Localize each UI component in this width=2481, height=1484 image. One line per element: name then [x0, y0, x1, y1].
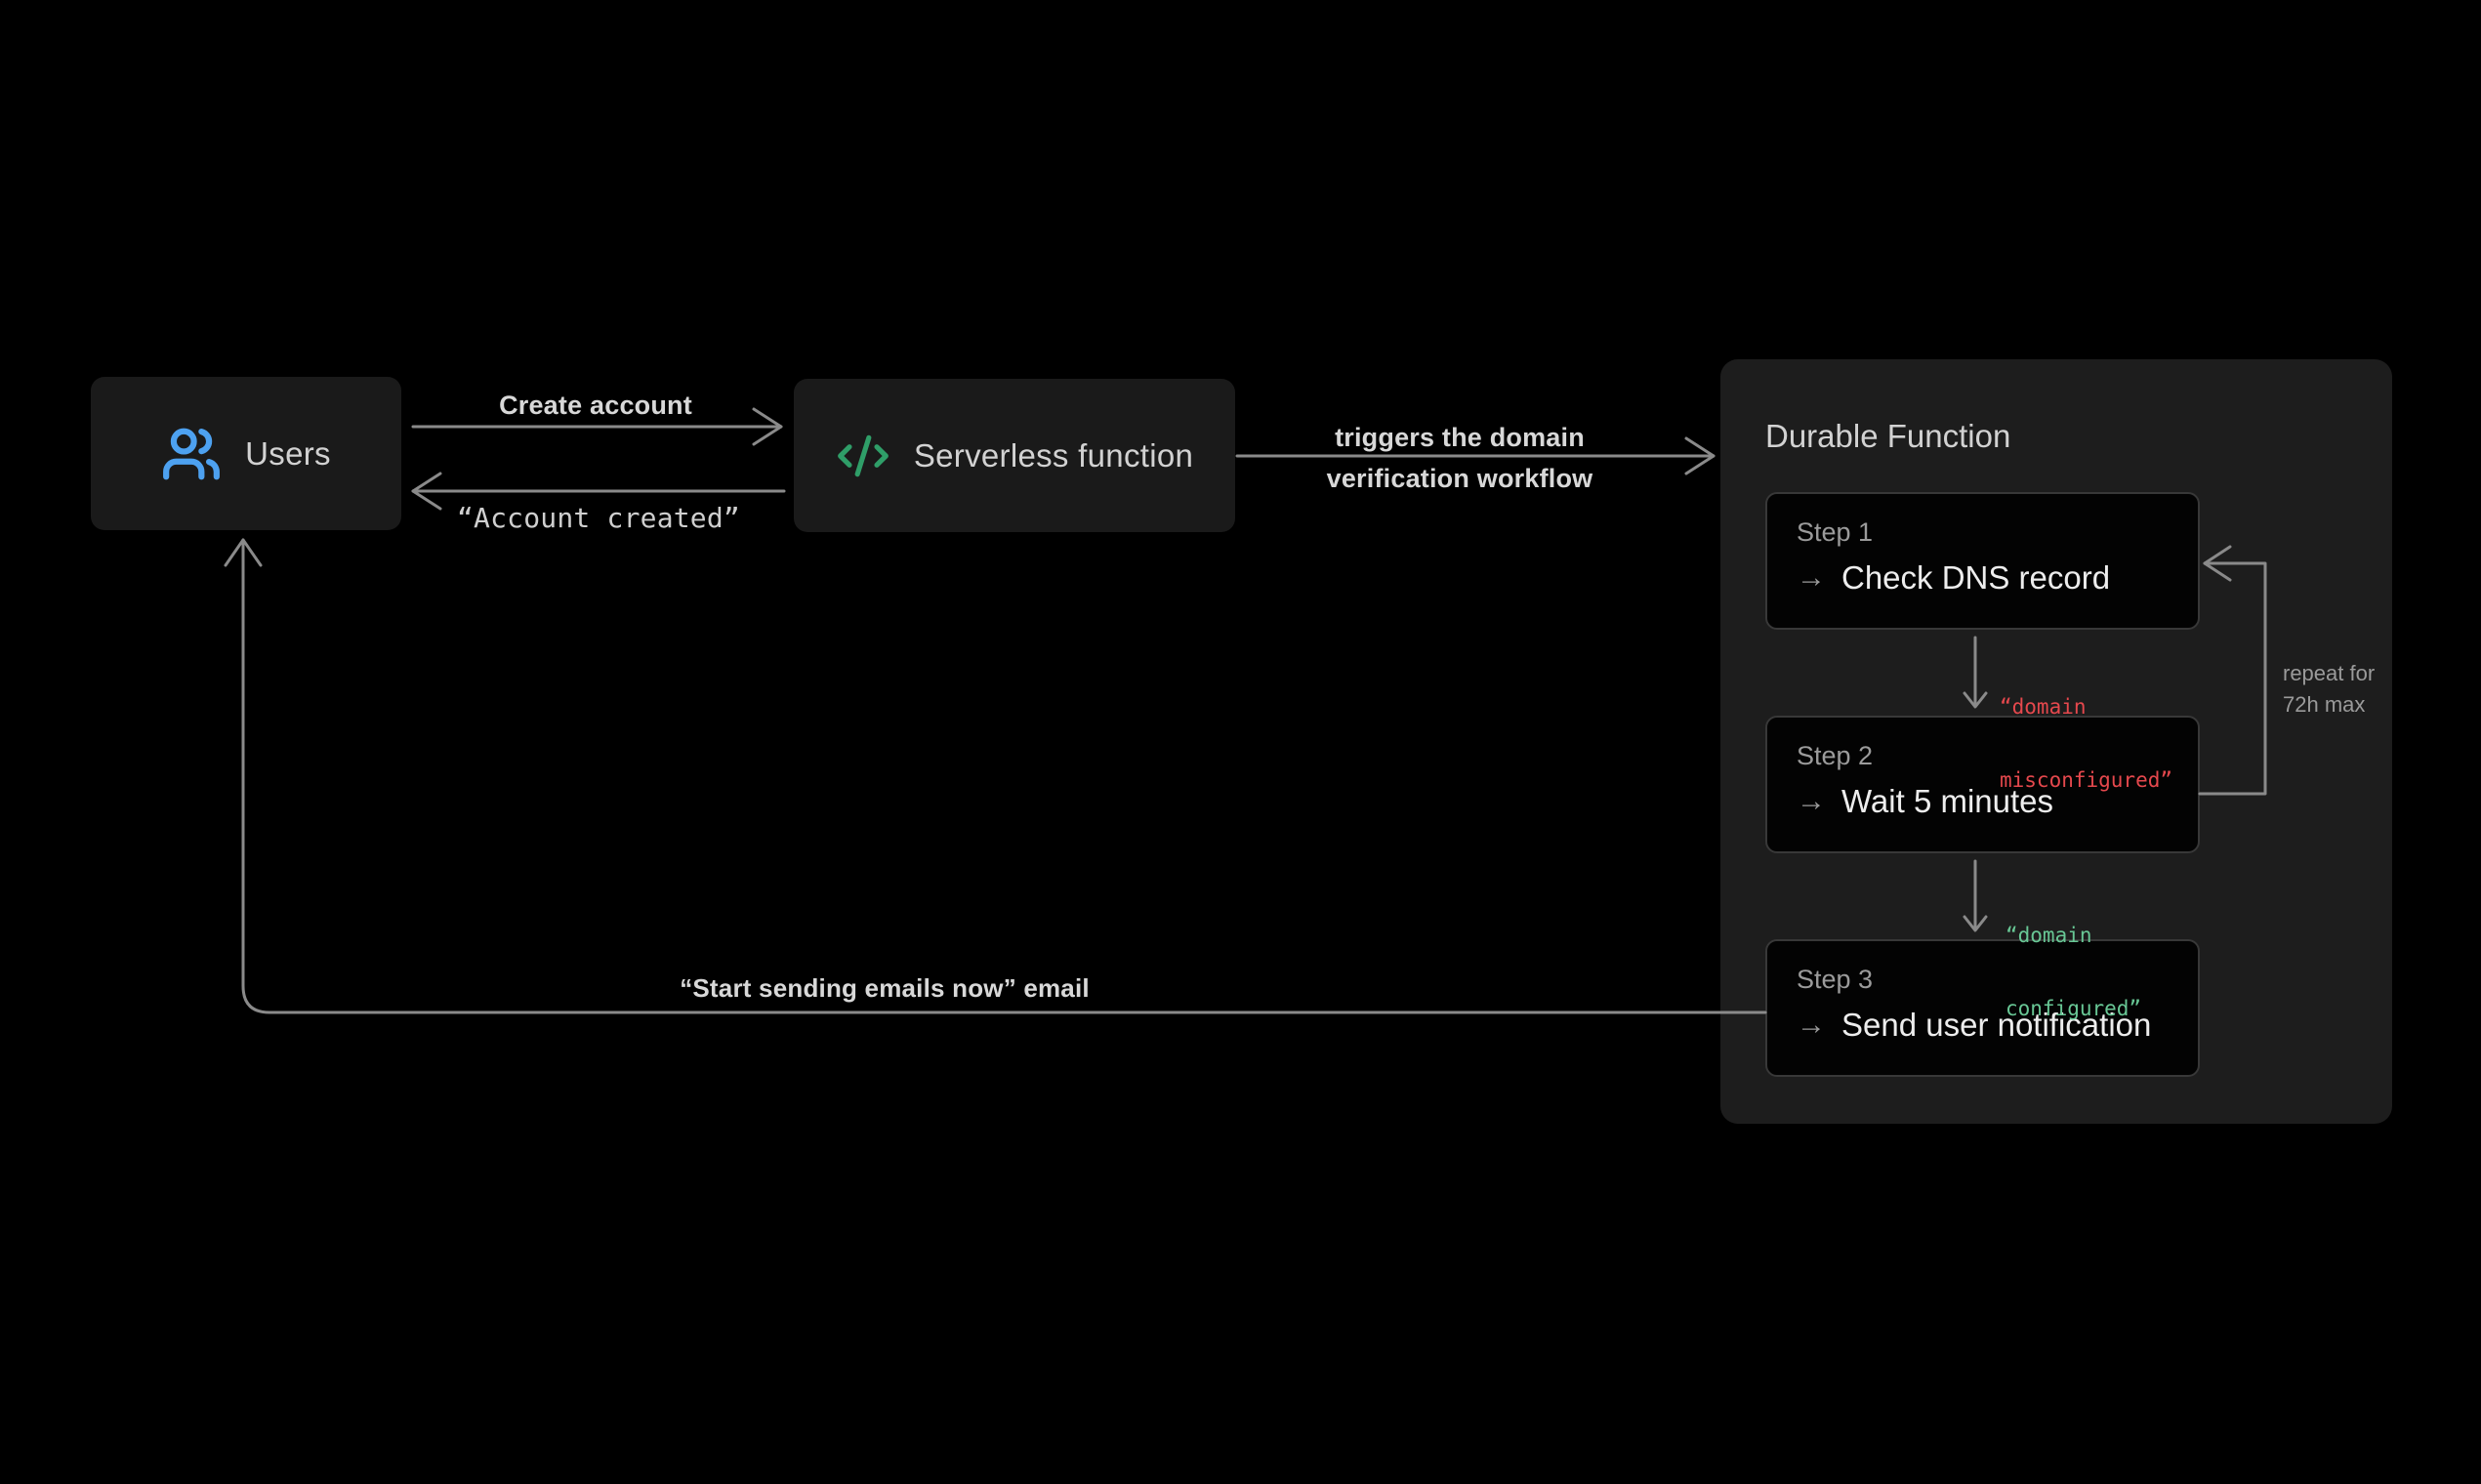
- step-3-box: Step 3 → Send user notification: [1765, 939, 2200, 1077]
- triggers-arrowhead: [1684, 436, 1716, 475]
- domain-configured-line1: “domain: [2005, 924, 2092, 947]
- repeat-72h-label: repeat for 72h max: [2283, 658, 2375, 721]
- users-node: Users: [91, 377, 401, 530]
- domain-misconfigured-label: “domain misconfigured”: [2000, 646, 2172, 817]
- create-account-arrowhead: [752, 407, 783, 446]
- notification-return-arrow: [241, 538, 1767, 1014]
- users-node-label: Users: [245, 434, 331, 472]
- step-1-action: Check DNS record: [1841, 559, 2111, 596]
- code-brackets-icon: [836, 429, 890, 483]
- step-3-label: Step 3: [1797, 965, 1874, 994]
- arrow-right-icon: →: [1797, 785, 1826, 817]
- arrow-right-icon: →: [1797, 1009, 1826, 1041]
- domain-configured-label: “domain configured”: [2005, 875, 2141, 1046]
- notification-return-arrowhead: [224, 538, 263, 567]
- durable-panel-title: Durable Function: [1765, 418, 2011, 454]
- step-1-label: Step 1: [1797, 517, 1874, 547]
- repeat-label-line2: 72h max: [2283, 692, 2366, 717]
- users-icon: [161, 424, 222, 484]
- triggers-label-line1: triggers the domain: [1335, 423, 1585, 452]
- step-1-box: Step 1 → Check DNS record: [1765, 492, 2200, 630]
- step-2-label: Step 2: [1797, 741, 1874, 770]
- domain-configured-line2: configured”: [2005, 997, 2142, 1020]
- domain-misconfigured-line1: “domain: [2000, 695, 2087, 719]
- create-account-label: Create account: [499, 391, 692, 420]
- account-created-label: “Account created”: [457, 502, 740, 534]
- start-sending-email-label: “Start sending emails now” email: [680, 973, 1090, 1003]
- step-2-action: Wait 5 minutes: [1841, 783, 2054, 819]
- repeat-label-line1: repeat for: [2283, 661, 2376, 685]
- serverless-function-node: Serverless function: [794, 379, 1235, 532]
- step-3-action: Send user notification: [1841, 1007, 2152, 1043]
- domain-misconfigured-line2: misconfigured”: [2000, 768, 2173, 792]
- serverless-node-label: Serverless function: [913, 436, 1194, 474]
- triggers-label-line2: verification workflow: [1326, 464, 1593, 493]
- arrow-right-icon: →: [1797, 561, 1826, 594]
